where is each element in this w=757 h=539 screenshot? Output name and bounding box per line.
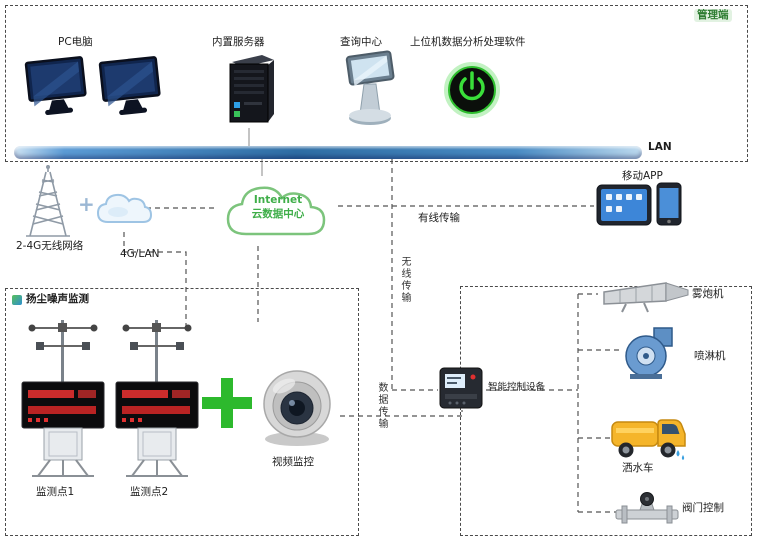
site1-label: 监测点1 [36, 486, 75, 498]
management-box-title: 管理端 [694, 9, 732, 23]
plus-sign-icon [202, 378, 252, 428]
data-transmission-label: 数据传输 [376, 382, 387, 430]
line-4g-lan [123, 232, 187, 326]
valve-label: 阀门控制 [682, 502, 724, 514]
water-truck-label: 洒水车 [622, 462, 654, 474]
kiosk-icon [345, 50, 395, 125]
cloud-title: Internet [253, 194, 303, 206]
cloud-subtitle: 云数据中心 [251, 208, 305, 220]
management-box [5, 5, 748, 162]
monitor-icon [98, 56, 161, 116]
server-label: 内置服务器 [212, 36, 265, 48]
valve-icon [615, 492, 679, 524]
wireless-transmission-label: 无线传输 [399, 256, 410, 304]
fog-cannon-icon [603, 282, 689, 313]
4g-lan-label: 4G/LAN [120, 248, 160, 260]
wireless-cloud-icon [96, 193, 153, 223]
controller-label: 智能控制设备 [488, 382, 546, 393]
signal-tower-icon [26, 165, 70, 237]
lan-label: LAN [648, 141, 672, 153]
controller-icon [439, 367, 483, 409]
mobile-app-label: 移动APP [622, 170, 663, 182]
wired-transmission-label: 有线传输 [418, 212, 460, 224]
sprayer-label: 喷淋机 [694, 350, 726, 362]
monitoring-box [5, 288, 359, 536]
kiosk-label: 查询中心 [340, 36, 382, 48]
internet-cloud-icon [226, 186, 326, 236]
camera-label: 视频监控 [272, 456, 314, 468]
tower-label: 2-4G无线网络 [16, 240, 84, 252]
sprayer-icon [625, 327, 673, 379]
monitor-icon [24, 56, 87, 116]
site2-label: 监测点2 [130, 486, 169, 498]
phone-icon [656, 182, 682, 226]
software-label: 上位机数据分析处理软件 [410, 36, 526, 48]
power-button-icon [444, 62, 500, 118]
weather-station-2-icon [115, 320, 199, 477]
tablet-icon [596, 184, 652, 226]
monitoring-icon [12, 294, 22, 305]
fog-cannon-label: 雾炮机 [692, 288, 724, 300]
server-icon [229, 55, 274, 123]
lan-bus [14, 146, 642, 159]
water-truck-icon [611, 419, 686, 460]
camera-icon [263, 370, 331, 446]
monitoring-box-title-text: 扬尘噪声监测 [26, 293, 89, 305]
line-camera-to-controller [340, 410, 463, 417]
monitoring-box-title: 扬尘噪声监测 [12, 293, 89, 306]
plus-icon: + [78, 192, 95, 216]
control-box [460, 286, 752, 536]
weather-station-1-icon [21, 320, 105, 477]
pc-label: PC电脑 [58, 36, 93, 48]
